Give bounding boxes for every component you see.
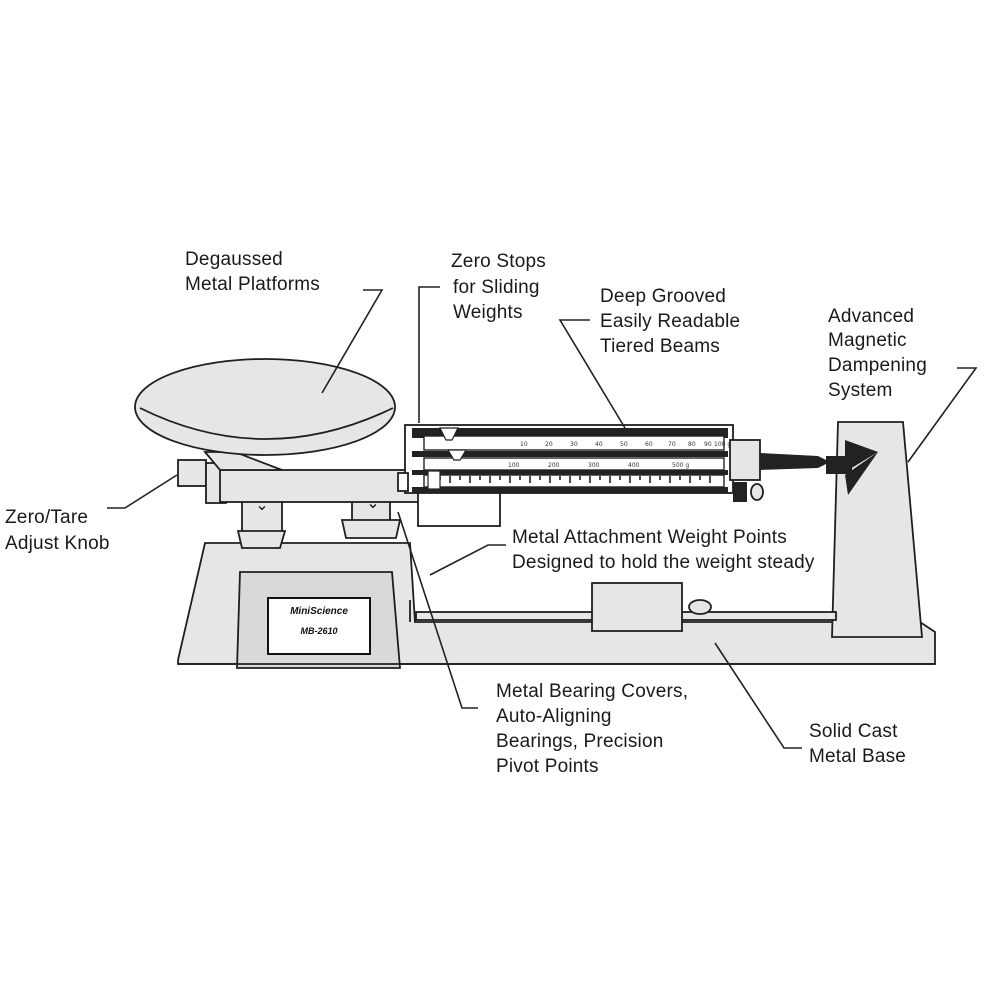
top-beam-scale: 10 20 30 40 50 60 70 80 90 100 g [520, 441, 731, 448]
callout-beams-line-2: Easily Readable [600, 311, 740, 332]
callout-platforms: Degaussed Metal Platforms [185, 249, 320, 295]
badge-model: MB-2610 [300, 626, 337, 636]
top-mark-10: 100 g [714, 441, 731, 448]
badge-brand: MiniScience [290, 606, 348, 617]
callout-platforms-line-2: Metal Platforms [185, 274, 320, 295]
callout-bearings-line-1: Metal Bearing Covers, [496, 681, 688, 702]
callout-bearings-line-3: Bearings, Precision [496, 731, 664, 752]
callout-zero-stops-line-2: for Sliding [453, 277, 540, 298]
callout-attachment: Metal Attachment Weight Points Designed … [512, 527, 815, 573]
mid-mark-1: 100 [508, 462, 520, 469]
callout-base: Solid Cast Metal Base [809, 721, 906, 767]
beam-pointer [760, 453, 830, 470]
tiered-beams: 10 20 30 40 50 60 70 80 90 100 g 100 200… [397, 424, 830, 502]
callout-bearings-line-2: Auto-Aligning [496, 706, 612, 727]
callout-dampening-line-1: Advanced [828, 306, 914, 327]
top-mark-1: 10 [520, 441, 528, 448]
pan-platform [134, 358, 396, 456]
callout-tare-knob-line-2: Adjust Knob [5, 533, 110, 554]
mid-mark-3: 300 [588, 462, 600, 469]
mid-mark-4: 400 [628, 462, 640, 469]
leader-lines [107, 286, 978, 749]
callout-dampening-line-4: System [828, 380, 893, 401]
mid-mark-2: 200 [548, 462, 560, 469]
top-mark-9: 90 [704, 441, 712, 448]
dampening-magnet [845, 440, 878, 472]
top-mark-2: 20 [545, 441, 553, 448]
callout-platforms-line-1: Degaussed [185, 249, 283, 270]
callout-tare-knob: Zero/Tare Adjust Knob [5, 507, 110, 554]
callout-zero-stops-line-3: Weights [453, 302, 523, 323]
rider-block [591, 582, 683, 632]
callout-zero-stops-line-1: Zero Stops [451, 251, 546, 272]
top-mark-8: 80 [688, 441, 696, 448]
callout-attachment-line-1: Metal Attachment Weight Points [512, 527, 787, 548]
mid-mark-5: 500 g [672, 462, 689, 469]
top-mark-6: 60 [645, 441, 653, 448]
callout-tare-knob-line-1: Zero/Tare [5, 507, 88, 528]
top-mark-7: 70 [668, 441, 676, 448]
top-mark-4: 40 [595, 441, 603, 448]
callout-bearings: Metal Bearing Covers, Auto-Aligning Bear… [496, 681, 688, 777]
balance-illustration: MiniScience MB-2610 ⌄ ⌄ [134, 358, 936, 669]
callout-attachment-line-2: Designed to hold the weight steady [512, 552, 815, 573]
tare-knob[interactable] [177, 459, 207, 487]
callout-zero-stops: Zero Stops for Sliding Weights [451, 251, 546, 323]
top-mark-3: 30 [570, 441, 578, 448]
callout-beams: Deep Grooved Easily Readable Tiered Beam… [600, 286, 740, 357]
callout-beams-line-1: Deep Grooved [600, 286, 726, 307]
mid-beam-scale: 100 200 300 400 500 g [508, 462, 689, 469]
callout-dampening-line-2: Magnetic [828, 330, 907, 351]
callout-dampening: Advanced Magnetic Dampening System [828, 306, 927, 401]
callout-dampening-line-3: Dampening [828, 355, 927, 376]
callout-base-line-2: Metal Base [809, 746, 906, 767]
model-badge: MiniScience MB-2610 [267, 597, 371, 655]
callout-bearings-line-4: Pivot Points [496, 756, 599, 777]
callout-base-line-1: Solid Cast [809, 721, 898, 742]
top-mark-5: 50 [620, 441, 628, 448]
callout-beams-line-3: Tiered Beams [600, 336, 720, 357]
